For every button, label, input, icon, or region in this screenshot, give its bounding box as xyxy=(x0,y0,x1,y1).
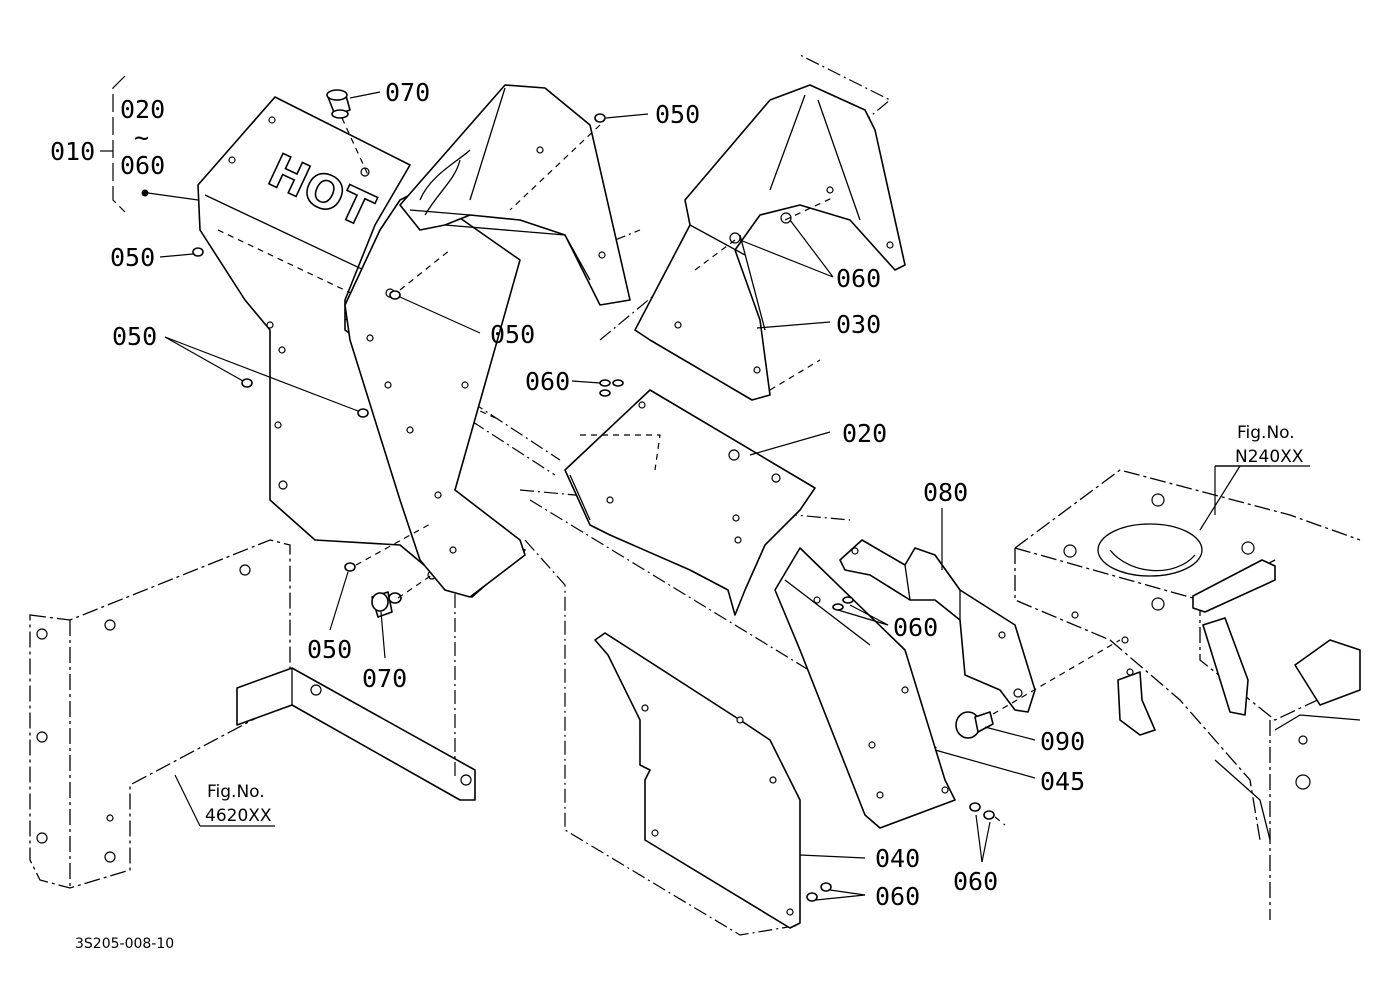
callout-050-low: 050 xyxy=(307,635,352,664)
fig-ref-right-code: N240XX xyxy=(1235,447,1304,467)
fig-ref-left-code: 4620XX xyxy=(205,806,272,826)
frame-right xyxy=(1014,469,1361,920)
callouts: 010 020 ~ 060 070 050 050 050 050 050 06… xyxy=(50,78,1304,952)
leader-lines xyxy=(100,75,1310,901)
drawing-code: 3S205-008-10 xyxy=(75,936,174,952)
callout-070-low: 070 xyxy=(362,664,407,693)
callout-080: 080 xyxy=(923,478,968,507)
callout-060-bottom: 060 xyxy=(875,882,920,911)
fig-ref-right-label: Fig.No. xyxy=(1237,423,1295,443)
bracket-left xyxy=(29,539,476,889)
callout-020-range: 020 xyxy=(120,95,165,124)
callout-050-left: 050 xyxy=(110,243,155,272)
part-040-panel xyxy=(594,632,801,929)
callout-020: 020 xyxy=(842,419,887,448)
callout-060-range: 060 xyxy=(120,151,165,180)
callout-060-080: 060 xyxy=(893,613,938,642)
part-045-plate xyxy=(774,547,956,829)
callout-060-mid: 060 xyxy=(525,367,570,396)
callout-040: 040 xyxy=(875,844,920,873)
callout-090: 090 xyxy=(1040,727,1085,756)
callout-070-top: 070 xyxy=(385,78,430,107)
callout-060-shroud: 060 xyxy=(836,264,881,293)
part-080-bracket xyxy=(839,539,1036,713)
fig-ref-left-label: Fig.No. xyxy=(207,782,265,802)
callout-tilde: ~ xyxy=(134,123,149,152)
callout-050-top: 050 xyxy=(655,100,700,129)
part-020-plate xyxy=(564,389,816,616)
part-030-left-shroud xyxy=(399,84,631,306)
callout-010: 010 xyxy=(50,137,95,166)
callout-050-pair: 050 xyxy=(112,322,157,351)
callout-045: 045 xyxy=(1040,767,1085,796)
part-030-right-shroud xyxy=(634,84,906,401)
fasteners xyxy=(192,89,1121,902)
callout-060-right: 060 xyxy=(953,867,998,896)
part-010-front-panel xyxy=(344,189,526,598)
callout-050-mid: 050 xyxy=(490,320,535,349)
callout-030: 030 xyxy=(836,310,881,339)
